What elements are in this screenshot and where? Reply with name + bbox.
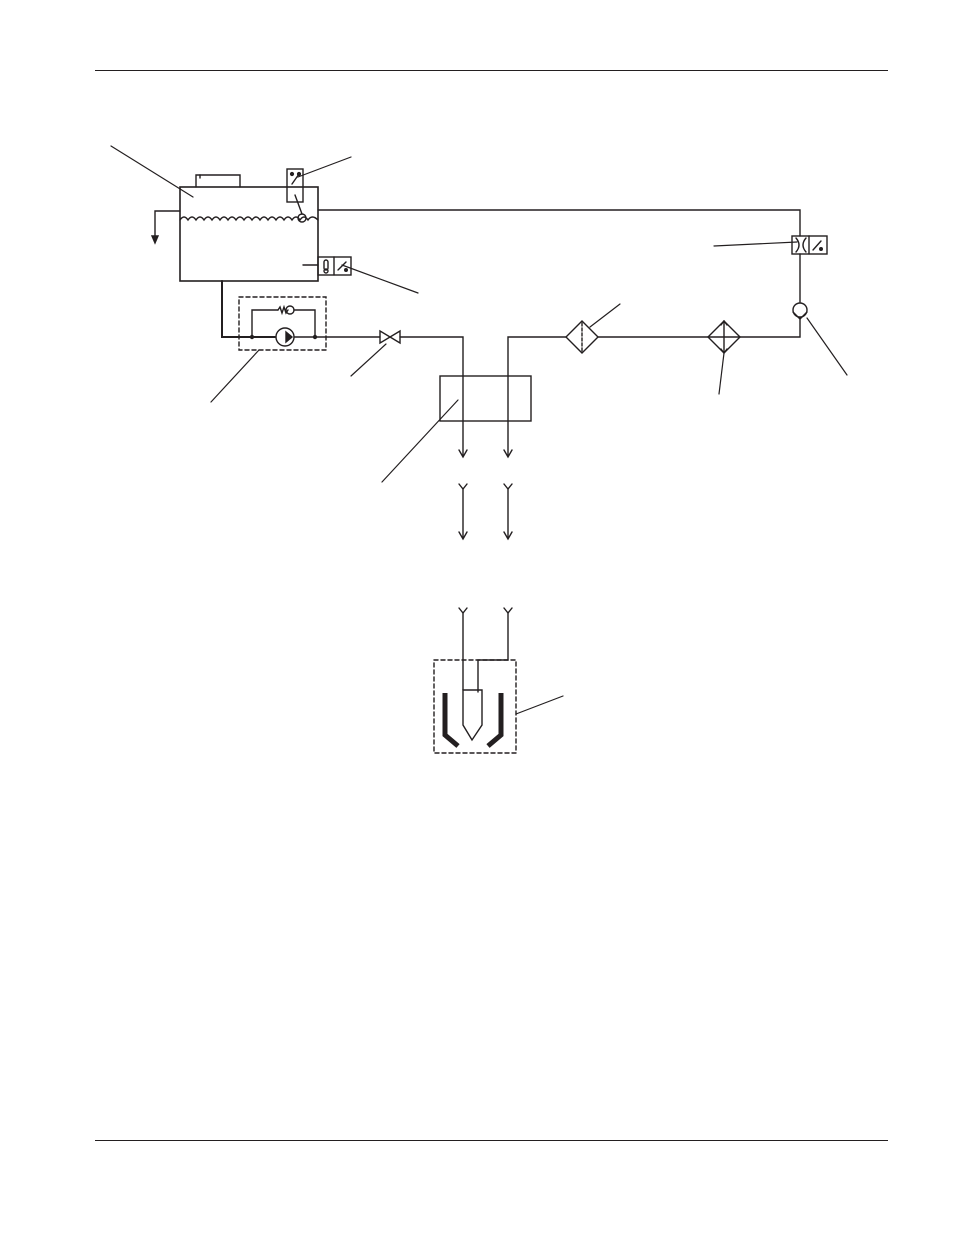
manifold-block-icon (439, 375, 532, 422)
hose-supply-line (458, 449, 468, 691)
filter-icon (565, 320, 599, 354)
torch-icon (433, 659, 517, 754)
bottom-rule (95, 1140, 888, 1141)
top-rule (95, 70, 888, 71)
temperature-switch-icon (302, 256, 352, 276)
leader-lines (110, 145, 848, 715)
pressure-relief-valve-icon (251, 304, 316, 338)
level-switch-icon (286, 168, 307, 223)
pump-icon (221, 280, 381, 351)
manual-valve-icon (379, 329, 464, 456)
check-valve-icon (792, 302, 808, 320)
heat-exchanger-icon (707, 319, 741, 355)
reservoir-tank-icon (150, 174, 319, 282)
flow-switch-icon (791, 235, 828, 255)
hose-return-line (477, 449, 513, 693)
